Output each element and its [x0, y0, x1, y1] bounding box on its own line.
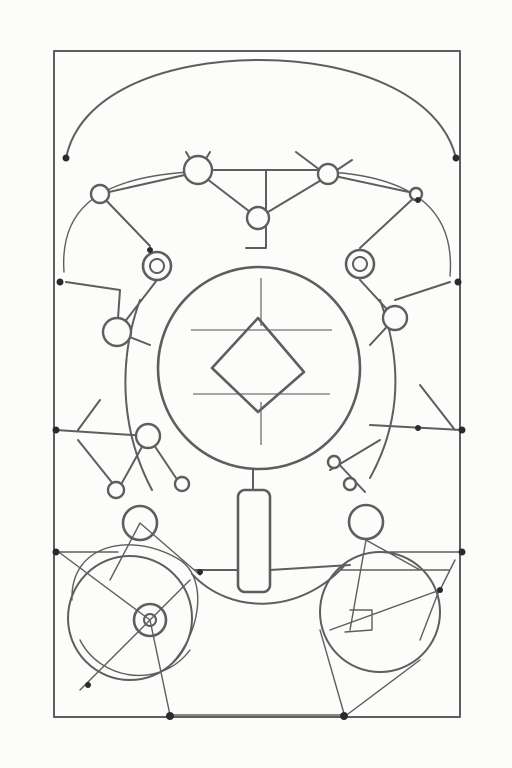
terminal-dot-right-2: [454, 278, 462, 286]
terminal-dot-junction-2: [415, 425, 421, 431]
top-connector-lines: [99, 151, 419, 249]
terminal-dot-left-2: [56, 278, 64, 286]
upper-outer-curve: [62, 171, 452, 277]
node-mid-left: [101, 316, 133, 348]
node-top-right: [316, 162, 340, 186]
terminal-dot-left-4: [52, 548, 60, 556]
bottom-connector-lines: [55, 551, 463, 716]
central-diamond: [210, 316, 306, 414]
ring-node-left-inner: [149, 258, 165, 274]
terminal-dot-junction-4: [415, 197, 421, 203]
terminal-dot-bottom-far-left: [85, 682, 91, 688]
terminal-dot-right-1: [452, 154, 460, 162]
slot-arms: [194, 564, 351, 571]
node-lower-left: [121, 504, 159, 542]
top-arch: [65, 59, 457, 159]
ring-node-right-inner: [352, 256, 368, 272]
central-circle: [156, 265, 362, 471]
bottom-left-hub-inner: [143, 613, 157, 627]
terminal-dot-left-1: [62, 154, 70, 162]
terminal-dot-left-3: [52, 426, 60, 434]
node-top-left: [182, 154, 214, 186]
ring-node-right-outer: [344, 248, 376, 280]
terminal-dot-junction-5: [437, 587, 443, 593]
bottom-right-internal-lines: [319, 539, 456, 718]
terminal-dot-junction-1: [197, 569, 203, 575]
central-slot: [236, 488, 272, 594]
node-left-small: [106, 480, 126, 500]
node-upper-left: [89, 183, 111, 205]
terminal-dot-bottom-left: [166, 712, 174, 720]
node-right-small: [342, 476, 358, 492]
bottom-right-circle: [319, 551, 441, 673]
node-top-center: [245, 205, 271, 231]
node-lower-right: [347, 503, 385, 541]
bottom-left-hub-outer: [132, 602, 168, 638]
node-right-center: [326, 454, 342, 470]
bottom-left-swirl: [71, 544, 199, 677]
ring-node-left-outer: [141, 250, 173, 282]
node-mid-right: [381, 304, 409, 332]
bottom-left-spokes: [55, 522, 201, 716]
terminal-dot-right-4: [458, 548, 466, 556]
terminal-dot-junction-3: [147, 247, 153, 253]
node-center-left-small: [173, 475, 191, 493]
outer-frame: [53, 50, 461, 718]
side-connector-lines: [55, 279, 463, 493]
bottom-left-circle: [67, 555, 193, 681]
terminal-dot-bottom-right: [340, 712, 348, 720]
terminal-dot-right-3: [458, 426, 466, 434]
node-left-center: [134, 422, 162, 450]
